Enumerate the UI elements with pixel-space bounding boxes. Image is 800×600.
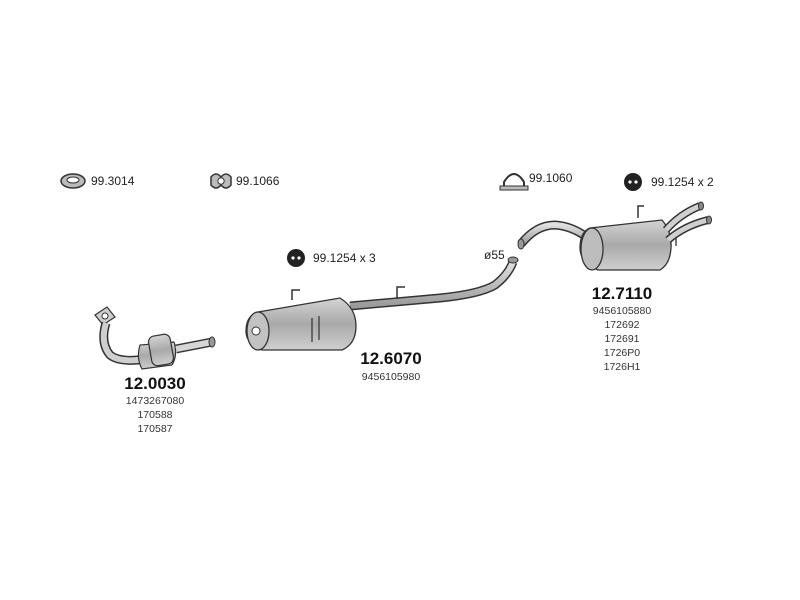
accessory-code-99-3014: 99.3014 bbox=[91, 174, 135, 188]
part-ref: 170588 bbox=[137, 409, 172, 421]
accessory-code-99-1060: 99.1060 bbox=[529, 171, 573, 185]
part-code-12-7110: 12.7110 bbox=[592, 284, 653, 303]
part-ref: 172692 bbox=[604, 319, 639, 331]
part-ref: 1473267080 bbox=[126, 395, 185, 407]
clamp-icon bbox=[499, 173, 529, 191]
part-code-12-6070: 12.6070 bbox=[360, 349, 421, 368]
accessory-code-99-1254x3: 99.1254 x 3 bbox=[313, 251, 376, 265]
part-ref: 172691 bbox=[604, 333, 639, 345]
rear-silencer-part bbox=[517, 201, 712, 271]
pipe-diameter-label: ø55 bbox=[484, 248, 505, 262]
part-ref: 170587 bbox=[137, 423, 172, 435]
rubber-mount-icon-middle bbox=[287, 249, 305, 267]
middle-silencer-part bbox=[245, 256, 519, 351]
accessory-code-99-1254x2: 99.1254 x 2 bbox=[651, 175, 714, 189]
part-code-12-0030: 12.0030 bbox=[124, 374, 185, 393]
front-pipe-catalyst-part bbox=[94, 306, 216, 370]
flange-gasket-icon bbox=[210, 173, 232, 189]
rubber-mount-icon-rear bbox=[624, 173, 642, 191]
part-ref: 9456105980 bbox=[362, 371, 421, 383]
part-ref: 9456105880 bbox=[593, 305, 652, 317]
ring-gasket-icon bbox=[60, 173, 86, 189]
part-ref: 1726H1 bbox=[604, 361, 641, 373]
part-ref: 1726P0 bbox=[604, 347, 640, 359]
accessory-code-99-1066: 99.1066 bbox=[236, 174, 280, 188]
